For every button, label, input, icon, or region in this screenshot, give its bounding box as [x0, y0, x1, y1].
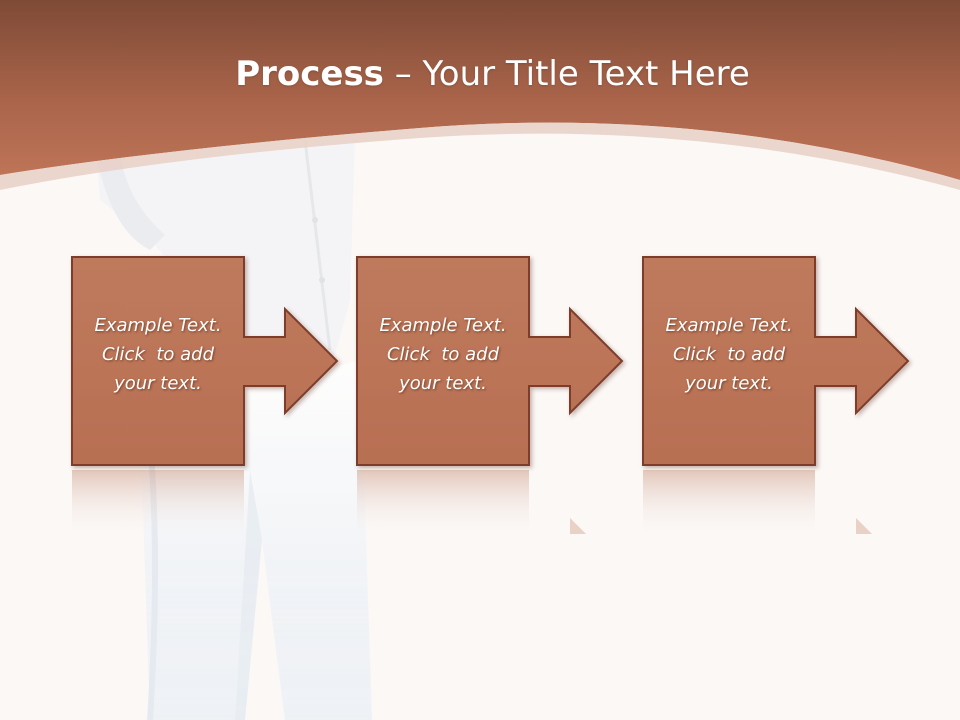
- step-1-line-2: Click to add: [101, 344, 214, 365]
- step-3-line-1: Example Text.: [665, 315, 793, 336]
- step-2-line-1: Example Text.: [379, 315, 507, 336]
- step-1-line-3: your text.: [114, 373, 202, 394]
- step-3-shape: [642, 256, 910, 466]
- process-shapes: [71, 256, 910, 466]
- step-3-line-2: Click to add: [672, 344, 785, 365]
- step-2-shape: [356, 256, 624, 466]
- step-2-text[interactable]: Example Text. Click to add your text.: [357, 311, 529, 398]
- step-1-line-1: Example Text.: [94, 315, 222, 336]
- header-swoosh: [0, 122, 960, 190]
- step-3-line-3: your text.: [685, 373, 773, 394]
- step-1-shape: [71, 256, 339, 466]
- header-band: [0, 0, 960, 180]
- step-2-line-2: Click to add: [386, 344, 499, 365]
- step-3-text[interactable]: Example Text. Click to add your text.: [643, 311, 815, 398]
- title-bold: Process: [235, 54, 384, 94]
- step-1-text[interactable]: Example Text. Click to add your text.: [72, 311, 244, 398]
- slide-title[interactable]: Process – Your Title Text Here: [0, 52, 960, 96]
- reflections: [72, 470, 872, 540]
- step-2-line-3: your text.: [399, 373, 487, 394]
- title-rest: – Your Title Text Here: [383, 54, 750, 94]
